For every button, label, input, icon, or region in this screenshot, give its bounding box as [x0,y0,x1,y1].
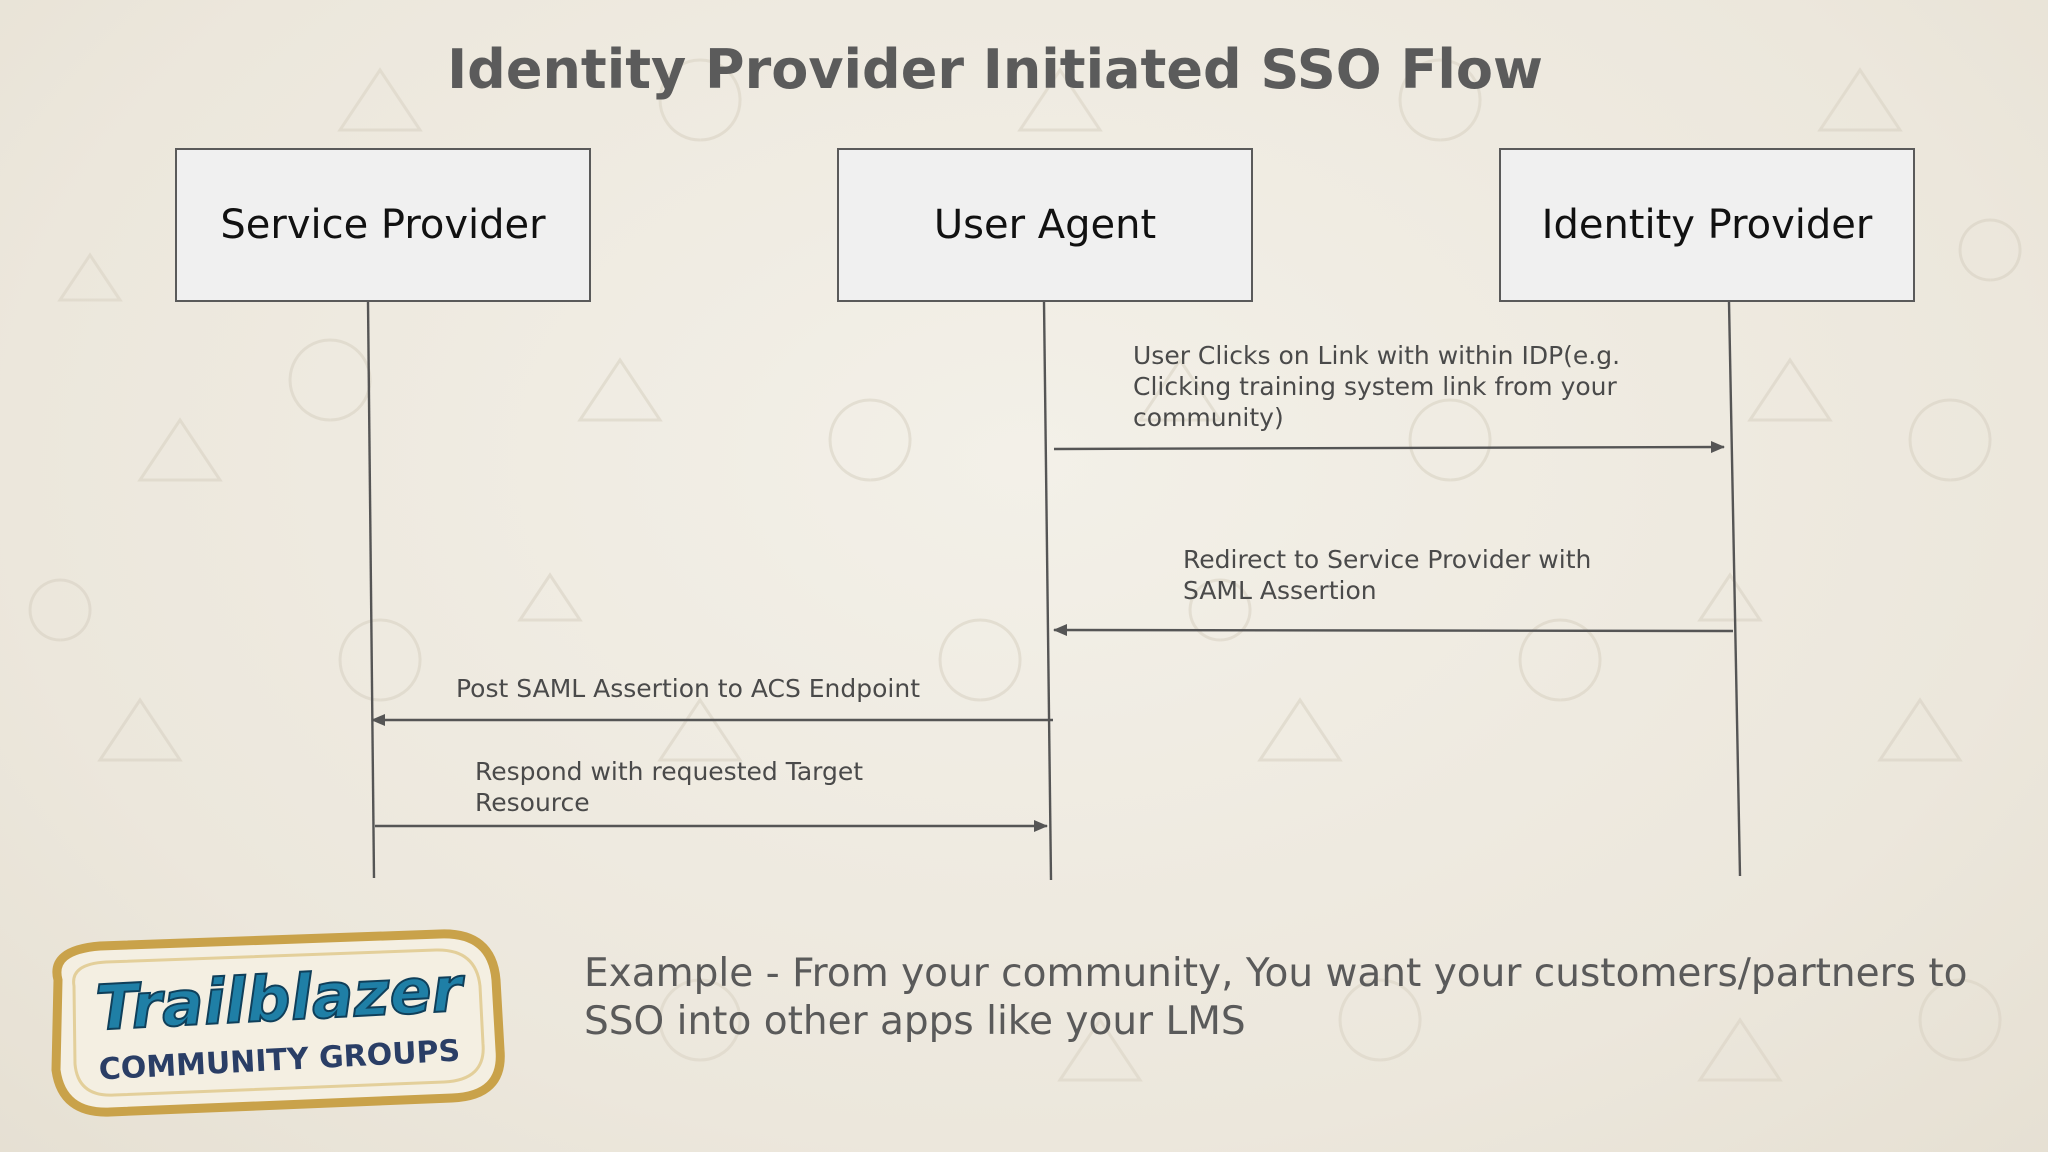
lifeline-service-provider [366,301,376,879]
actor-user-agent: User Agent [837,148,1253,302]
message-user-click: User Clicks on Link with within IDP(e.g.… [1133,341,1621,432]
message-redirect: Redirect to Service Provider with SAML A… [1183,545,1592,605]
message-respond-resource: Respond with requested Target Resource [475,757,864,817]
page-title: Identity Provider Initiated SSO Flow [447,38,1543,101]
lifeline-user-agent [1042,301,1053,881]
example-text: Example - From your community, You want … [584,951,1968,1044]
arrow-user-click [1053,441,1725,454]
actor-label: Service Provider [220,202,546,248]
arrow-redirect [1053,624,1734,637]
message-post-assertion: Post SAML Assertion to ACS Endpoint [456,674,921,703]
actor-identity-provider: Identity Provider [1499,148,1915,302]
logo-badge [51,929,505,1117]
actor-label: Identity Provider [1541,202,1873,248]
trailblazer-logo: Trailblazer COMMUNITY GROUPS [51,929,505,1117]
actor-label: User Agent [933,202,1157,248]
lifeline-identity-provider [1727,301,1742,877]
actor-service-provider: Service Provider [175,148,591,302]
